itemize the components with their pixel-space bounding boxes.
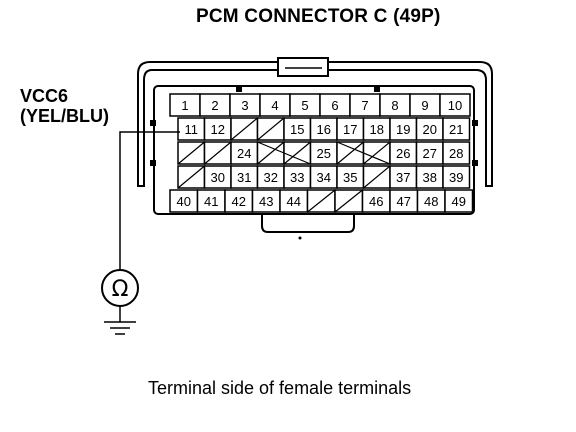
ohm-symbol: Ω xyxy=(112,277,129,302)
empty-terminal-mark xyxy=(336,141,364,165)
terminal-number: 8 xyxy=(391,98,398,113)
terminal-number: 33 xyxy=(290,170,304,185)
terminal-number: 20 xyxy=(423,122,437,137)
wire-name-label: VCC6 xyxy=(20,86,69,106)
terminal-number: 24 xyxy=(237,146,251,161)
empty-terminal-mark xyxy=(283,141,311,165)
empty-terminal-mark xyxy=(363,165,391,189)
diagram-caption: Terminal side of female terminals xyxy=(148,378,412,398)
terminal-number: 6 xyxy=(331,98,338,113)
page-title: PCM CONNECTOR C (49P) xyxy=(196,6,441,27)
terminal-number: 40 xyxy=(177,194,191,209)
connector-latch xyxy=(277,57,329,77)
terminal-number: 41 xyxy=(204,194,218,209)
terminal-number: 32 xyxy=(264,170,278,185)
terminal-number: 17 xyxy=(343,122,357,137)
terminal-number: 3 xyxy=(241,98,248,113)
terminal-number: 37 xyxy=(396,170,410,185)
terminal-number: 12 xyxy=(211,122,225,137)
left-lock-slot xyxy=(150,120,156,126)
terminal-number: 1 xyxy=(181,98,188,113)
terminal-number: 9 xyxy=(421,98,428,113)
terminal-number: 43 xyxy=(259,194,273,209)
terminal-number: 16 xyxy=(317,122,331,137)
terminal-number: 34 xyxy=(317,170,331,185)
terminal-number: 38 xyxy=(423,170,437,185)
terminal-number: 25 xyxy=(317,146,331,161)
probe-wire xyxy=(119,131,180,270)
empty-terminal-mark xyxy=(230,117,258,141)
terminal-number: 27 xyxy=(423,146,437,161)
terminal-number: 26 xyxy=(396,146,410,161)
empty-terminal-mark xyxy=(177,165,205,189)
terminal-number: 35 xyxy=(343,170,357,185)
empty-terminal-mark xyxy=(257,117,285,141)
empty-terminal-mark xyxy=(307,189,336,213)
empty-terminal-mark xyxy=(363,141,391,165)
terminal-cell xyxy=(442,165,471,189)
terminal-cell xyxy=(442,117,471,141)
terminal-number: 46 xyxy=(369,194,383,209)
terminal-number: 7 xyxy=(361,98,368,113)
terminal-number: 11 xyxy=(185,122,199,137)
ground-icon xyxy=(104,321,136,335)
terminal-number: 4 xyxy=(271,98,278,113)
terminal-number: 5 xyxy=(301,98,308,113)
terminal-number: 31 xyxy=(237,170,251,185)
terminal-number: 19 xyxy=(396,122,410,137)
empty-terminal-mark xyxy=(257,141,311,165)
terminal-number: 10 xyxy=(448,98,462,113)
right-lock-slot-2 xyxy=(472,160,478,166)
terminal-number: 28 xyxy=(449,146,463,161)
terminal-cell xyxy=(442,141,471,165)
terminal-number: 2 xyxy=(211,98,218,113)
terminal-number: 39 xyxy=(449,170,463,185)
terminal-number: 49 xyxy=(452,194,466,209)
terminal-number: 48 xyxy=(424,194,438,209)
connector-bottom-key xyxy=(261,214,355,233)
empty-terminal-mark xyxy=(204,141,232,165)
empty-terminal-mark xyxy=(257,141,285,165)
empty-terminal-mark xyxy=(334,189,363,213)
terminal-number: 44 xyxy=(287,194,301,209)
left-lock-slot-2 xyxy=(150,160,156,166)
wire-color-label: (YEL/BLU) xyxy=(20,106,109,126)
terminal-number: 47 xyxy=(397,194,411,209)
terminal-number: 42 xyxy=(232,194,246,209)
connector-housing-outline xyxy=(137,61,493,187)
terminal-number: 18 xyxy=(370,122,384,137)
terminal-cell xyxy=(444,189,474,213)
terminal-number: 21 xyxy=(449,122,463,137)
right-lock-slot xyxy=(472,120,478,126)
empty-terminal-mark xyxy=(177,141,205,165)
terminal-number: 30 xyxy=(211,170,225,185)
empty-terminal-mark xyxy=(336,141,391,165)
terminal-number: 15 xyxy=(290,122,304,137)
terminal-cell xyxy=(439,93,471,117)
